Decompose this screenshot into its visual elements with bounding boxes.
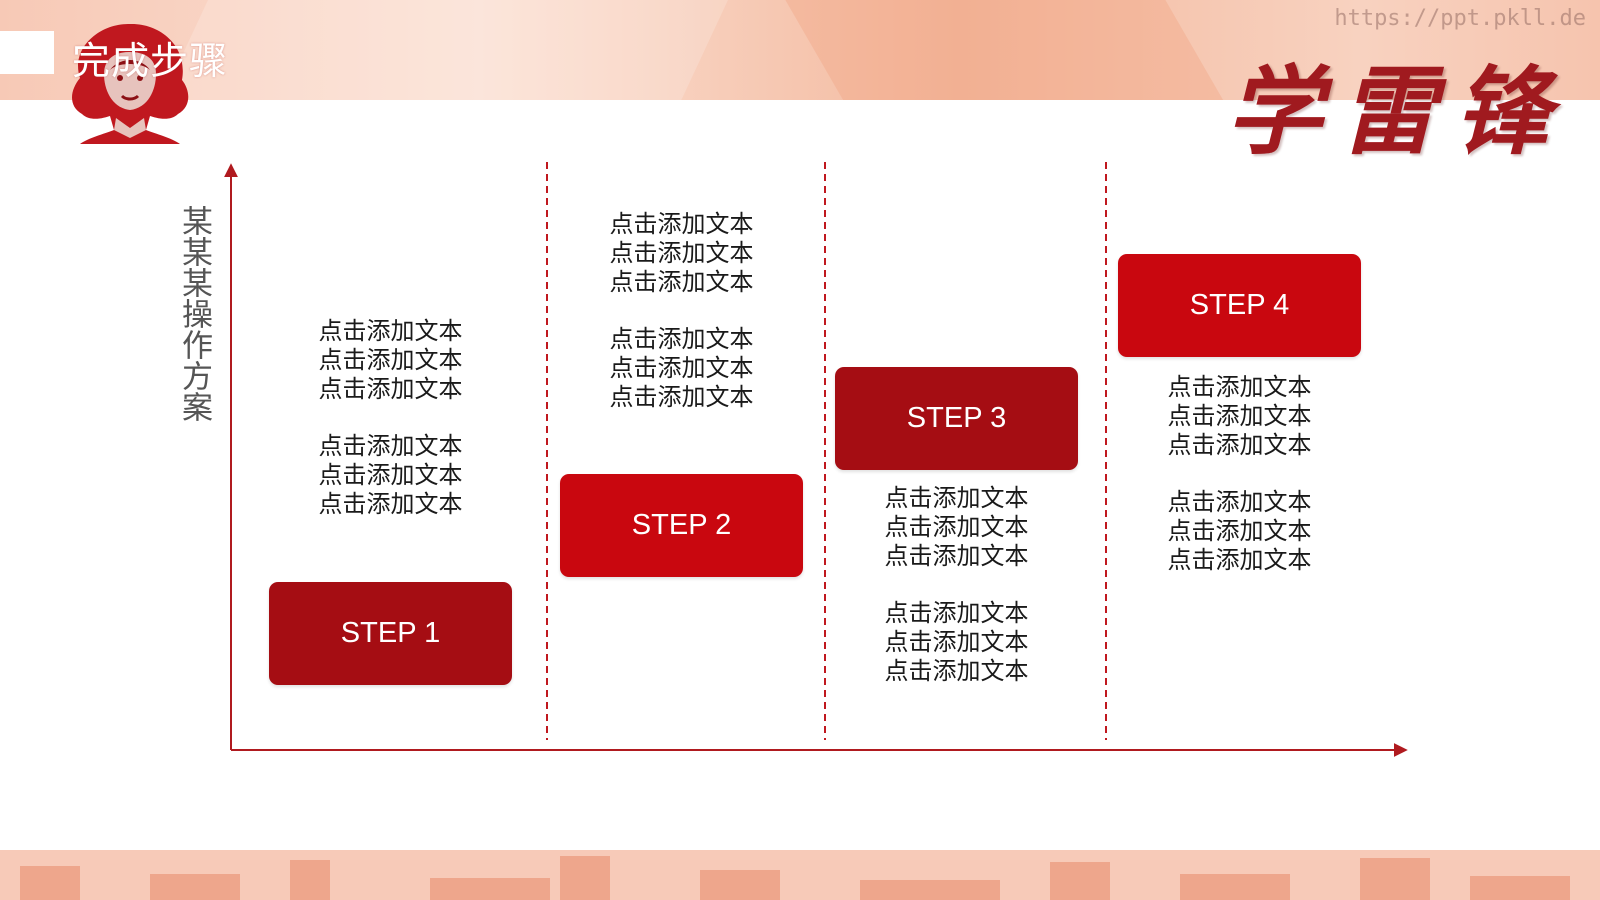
title-tab-marker [0, 31, 54, 74]
step-1-box[interactable]: STEP 1 [269, 582, 512, 685]
text-block: 点击添加文本 点击添加文本 点击添加文本 [1118, 373, 1361, 460]
step-3-box[interactable]: STEP 3 [835, 367, 1078, 470]
text-line[interactable]: 点击添加文本 [884, 628, 1029, 656]
step-4-box[interactable]: STEP 4 [1118, 254, 1361, 357]
text-line[interactable]: 点击添加文本 [318, 432, 463, 460]
text-block: 点击添加文本 点击添加文本 点击添加文本 [269, 317, 512, 404]
text-line[interactable]: 点击添加文本 [609, 268, 754, 296]
text-line[interactable]: 点击添加文本 [884, 599, 1029, 627]
text-line[interactable]: 点击添加文本 [1167, 517, 1312, 545]
text-block: 点击添加文本 点击添加文本 点击添加文本 [269, 432, 512, 519]
text-line[interactable]: 点击添加文本 [1167, 488, 1312, 516]
text-line[interactable]: 点击添加文本 [1167, 373, 1312, 401]
text-line[interactable]: 点击添加文本 [1167, 431, 1312, 459]
text-line[interactable]: 点击添加文本 [609, 210, 754, 238]
text-block: 点击添加文本 点击添加文本 点击添加文本 [1118, 488, 1361, 575]
text-block: 点击添加文本 点击添加文本 点击添加文本 [835, 599, 1078, 686]
step-4-text-group: 点击添加文本 点击添加文本 点击添加文本 点击添加文本 点击添加文本 点击添加文… [1118, 373, 1361, 575]
text-line[interactable]: 点击添加文本 [884, 484, 1029, 512]
text-line[interactable]: 点击添加文本 [884, 542, 1029, 570]
step-2-text-group: 点击添加文本 点击添加文本 点击添加文本 点击添加文本 点击添加文本 点击添加文… [560, 210, 803, 412]
page-title: 完成步骤 [72, 39, 229, 83]
footer-band [0, 850, 1600, 900]
text-line[interactable]: 点击添加文本 [609, 239, 754, 267]
header-band [0, 0, 1600, 100]
text-block: 点击添加文本 点击添加文本 点击添加文本 [560, 325, 803, 412]
text-line[interactable]: 点击添加文本 [1167, 402, 1312, 430]
watermark-url: https://ppt.pkll.de [1334, 6, 1586, 31]
text-line[interactable]: 点击添加文本 [609, 383, 754, 411]
text-line[interactable]: 点击添加文本 [1167, 546, 1312, 574]
text-line[interactable]: 点击添加文本 [884, 657, 1029, 685]
text-line[interactable]: 点击添加文本 [318, 461, 463, 489]
text-block: 点击添加文本 点击添加文本 点击添加文本 [560, 210, 803, 297]
step-3-text-group: 点击添加文本 点击添加文本 点击添加文本 点击添加文本 点击添加文本 点击添加文… [835, 484, 1078, 686]
text-line[interactable]: 点击添加文本 [318, 490, 463, 518]
text-line[interactable]: 点击添加文本 [318, 375, 463, 403]
text-block: 点击添加文本 点击添加文本 点击添加文本 [835, 484, 1078, 571]
text-line[interactable]: 点击添加文本 [884, 513, 1029, 541]
text-line[interactable]: 点击添加文本 [609, 354, 754, 382]
lei-feng-portrait-icon [72, 23, 189, 145]
text-line[interactable]: 点击添加文本 [318, 346, 463, 374]
y-axis-label: 某某某操作方案 [176, 205, 212, 422]
step-1-text-group: 点击添加文本 点击添加文本 点击添加文本 点击添加文本 点击添加文本 点击添加文… [269, 317, 512, 519]
text-line[interactable]: 点击添加文本 [609, 325, 754, 353]
brand-calligraphy: 学雷锋 [1226, 55, 1568, 168]
step-2-box[interactable]: STEP 2 [560, 474, 803, 577]
text-line[interactable]: 点击添加文本 [318, 317, 463, 345]
